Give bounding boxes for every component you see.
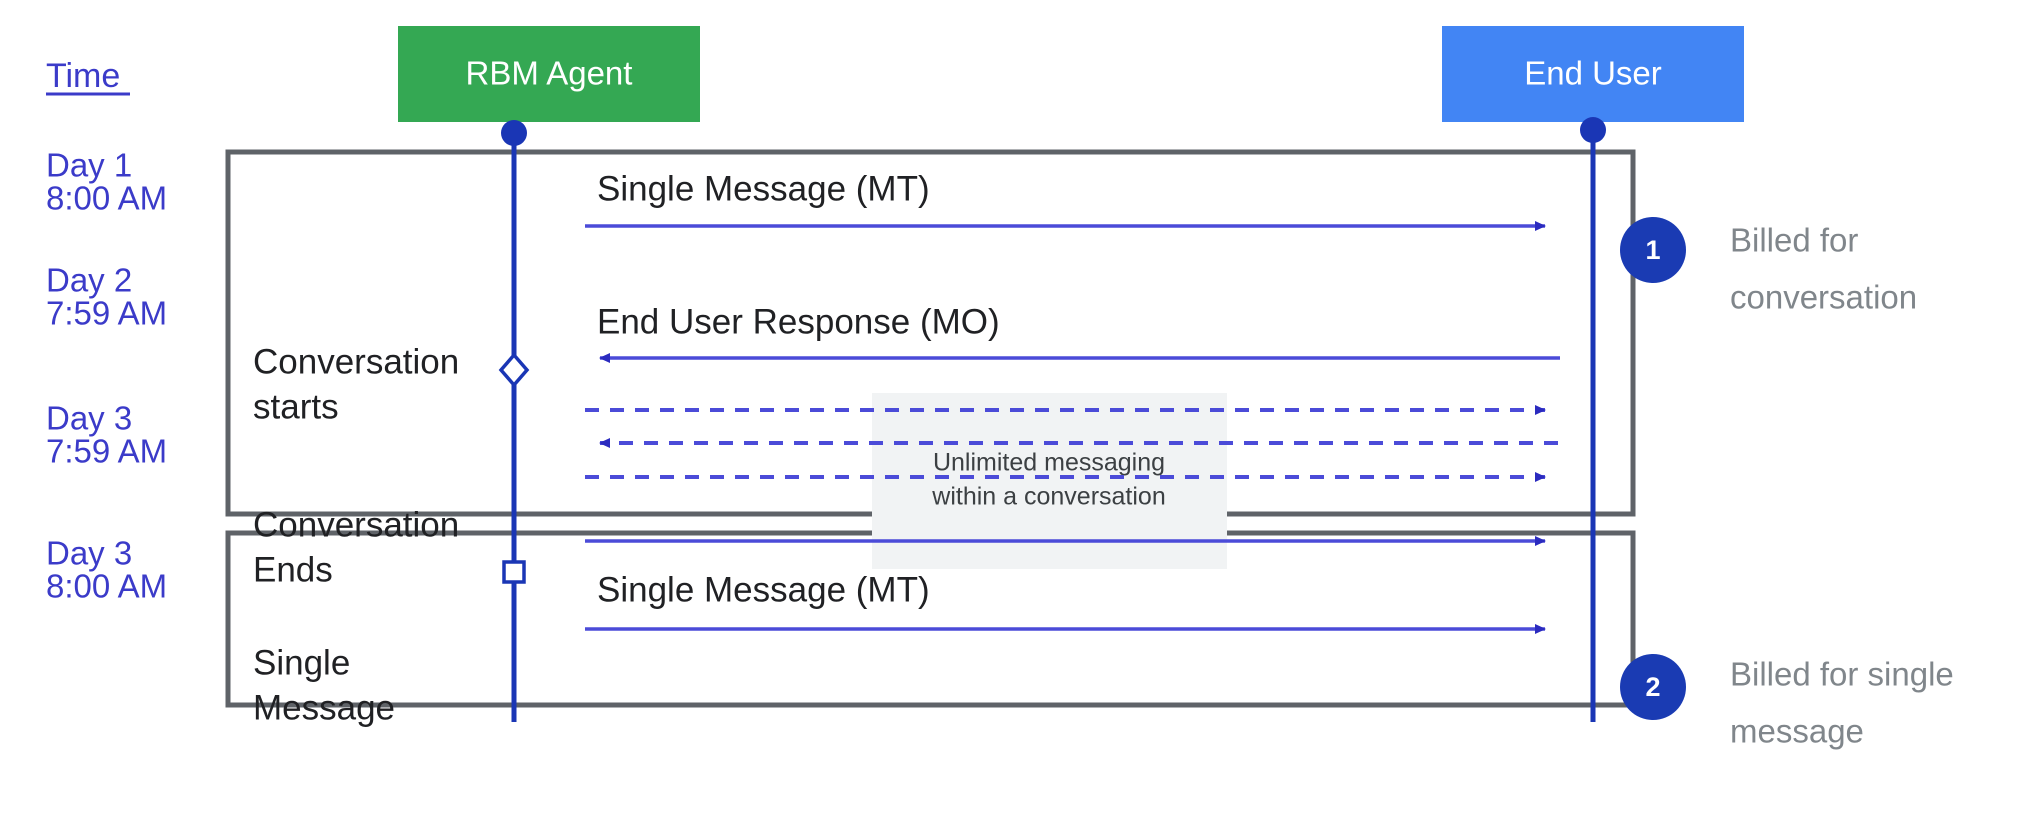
actor-label-end-user: End User bbox=[1524, 55, 1662, 92]
time-label-day3-single-day: Day 3 bbox=[46, 535, 132, 572]
billing-callout-2-line2: message bbox=[1730, 713, 1864, 750]
billing-badge-2-number: 2 bbox=[1645, 672, 1660, 702]
billing-callout-2: Billed for single message bbox=[1730, 656, 1954, 750]
stage-label-single-message: Single Message bbox=[253, 643, 395, 727]
stage-label-single-message-line2: Message bbox=[253, 688, 395, 727]
billing-badge-1-number: 1 bbox=[1645, 235, 1660, 265]
billing-callout-1: Billed for conversation bbox=[1730, 222, 1917, 316]
time-label-day2: Day 2 7:59 AM bbox=[46, 262, 167, 332]
billing-callout-2-line1: Billed for single bbox=[1730, 656, 1954, 693]
lifeline-head-rbm-agent bbox=[501, 120, 527, 146]
time-label-day2-day: Day 2 bbox=[46, 262, 132, 299]
time-label-day1-time: 8:00 AM bbox=[46, 180, 167, 217]
lifeline-head-end-user bbox=[1580, 117, 1606, 143]
actor-box-end-user[interactable] bbox=[1442, 26, 1744, 122]
time-label-day3-end: Day 3 7:59 AM bbox=[46, 400, 167, 470]
unlimited-messaging-note-line1: Unlimited messaging bbox=[933, 449, 1165, 477]
actor-label-rbm-agent: RBM Agent bbox=[466, 55, 633, 92]
time-label-day2-time: 7:59 AM bbox=[46, 295, 167, 332]
time-label-day1: Day 1 8:00 AM bbox=[46, 147, 167, 217]
time-label-day3-single: Day 3 8:00 AM bbox=[46, 535, 167, 605]
time-label-day1-day: Day 1 bbox=[46, 147, 132, 184]
time-column-header: Time bbox=[46, 57, 120, 95]
time-label-day3-end-day: Day 3 bbox=[46, 400, 132, 437]
actor-box-rbm-agent[interactable] bbox=[398, 26, 700, 122]
stage-label-conversation-starts-line2: starts bbox=[253, 387, 339, 426]
stage-label-conversation-ends: Conversation Ends bbox=[253, 505, 459, 589]
stage-label-conversation-ends-line1: Conversation bbox=[253, 505, 459, 544]
conversation-end-marker bbox=[502, 560, 526, 584]
message-label-msg-1: Single Message (MT) bbox=[597, 169, 930, 208]
stage-label-conversation-ends-line2: Ends bbox=[253, 550, 333, 589]
billing-callout-1-line1: Billed for bbox=[1730, 222, 1858, 259]
billing-badge-2[interactable] bbox=[1620, 654, 1686, 720]
billing-badge-1[interactable] bbox=[1620, 217, 1686, 283]
stage-label-conversation-starts: Conversation starts bbox=[253, 342, 459, 426]
time-label-day3-end-time: 7:59 AM bbox=[46, 433, 167, 470]
unlimited-messaging-note-line2: within a conversation bbox=[931, 483, 1165, 511]
stage-label-single-message-line1: Single bbox=[253, 643, 350, 682]
stage-label-conversation-starts-line1: Conversation bbox=[253, 342, 459, 381]
time-label-day3-single-time: 8:00 AM bbox=[46, 568, 167, 605]
conversation-start-marker bbox=[498, 352, 530, 388]
message-label-msg-7: Single Message (MT) bbox=[597, 570, 930, 609]
message-label-msg-2: End User Response (MO) bbox=[597, 302, 1000, 341]
billing-callout-1-line2: conversation bbox=[1730, 279, 1917, 316]
